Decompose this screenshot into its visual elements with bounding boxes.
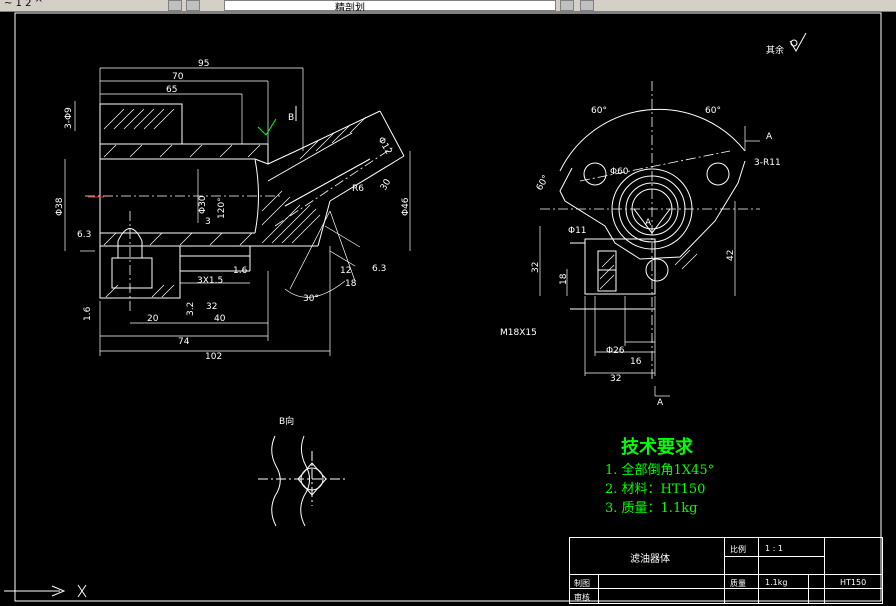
title-block: 滤油器体 比例 1 : 1 质量 1.1kg HT150 制图 审核 — [569, 537, 883, 604]
dim-phi38: Φ38 — [55, 197, 65, 216]
material-value: HT150 — [840, 578, 867, 587]
drawing-svg: 95 70 65 102 74 40 20 3X1.5 B R6 30° 12 … — [4, 12, 882, 602]
a-mark-center: A — [645, 218, 652, 228]
dim-phi26: Φ26 — [606, 346, 625, 356]
dim-1-6-left: 1.6 — [83, 306, 93, 321]
dim-thread: 3X1.5 — [197, 276, 223, 286]
dim-60-bottom: 60° — [535, 174, 552, 193]
roughness-circle-icon — [790, 39, 798, 47]
dim-32: 32 — [206, 302, 217, 312]
toolbar-icon-button[interactable] — [186, 0, 200, 11]
dim-74: 74 — [178, 337, 190, 347]
layer-dropdown[interactable]: 精剖划 — [224, 0, 556, 11]
dim-phi46: Φ46 — [401, 197, 411, 216]
dim-18-side: 18 — [559, 273, 569, 285]
dim-65: 65 — [166, 85, 177, 95]
toolbar-icon-button[interactable] — [580, 0, 594, 11]
dim-phi11: Φ11 — [568, 226, 587, 236]
dim-60-left: 60° — [591, 106, 607, 116]
dimension-lines — [64, 67, 411, 356]
tech-item-mass: 3. 质量：1.1kg — [605, 501, 698, 516]
other-roughness-label: 其余 — [766, 44, 784, 56]
dim-120deg: 120° — [217, 197, 227, 219]
dim-1-6: 1.6 — [233, 266, 248, 276]
scale-value: 1 : 1 — [765, 544, 783, 553]
dim-95: 95 — [198, 59, 209, 69]
view-b-label: B向 — [279, 415, 294, 427]
dim-3-phi9: 3-Φ9 — [64, 107, 74, 129]
roughness-symbol-icon — [789, 32, 807, 52]
dim-6-3: 6.3 — [372, 264, 386, 274]
dim-18: 18 — [345, 279, 357, 289]
layer-dropdown-text: 精剖划 — [335, 3, 365, 12]
side-dimension-lines — [539, 126, 760, 397]
dim-32b: 32 — [610, 374, 621, 384]
dimension-texts: 95 70 65 102 74 40 20 3X1.5 B R6 30° 12 … — [77, 44, 784, 427]
dim-36: 3 — [205, 217, 211, 227]
cad-toolbar: ~ 1 2 ^ 精剖划 — [0, 0, 896, 12]
toolbar-left-text: ~ 1 2 ^ — [4, 0, 44, 9]
dim-40: 40 — [214, 314, 226, 324]
dim-6-3b: 6.3 — [77, 230, 91, 240]
dim-3-2: 3.2 — [186, 302, 196, 316]
dim-phi30: Φ30 — [198, 195, 208, 214]
tech-item-material: 2. 材料：HT150 — [605, 482, 706, 497]
green-roughness-icon — [257, 118, 277, 136]
dim-16: 16 — [630, 357, 642, 367]
ucs-axis-icon — [4, 584, 87, 598]
dim-12: 12 — [340, 266, 351, 276]
dim-phi60: Φ60 — [610, 167, 629, 177]
dim-30deg: 30° — [303, 294, 319, 304]
toolbar-icon-button[interactable] — [168, 0, 182, 11]
side-centerlines — [540, 81, 760, 381]
scale-label: 比例 — [730, 545, 746, 554]
main-section-view — [99, 103, 405, 299]
dim-70: 70 — [172, 72, 184, 82]
a-mark-top: A — [766, 132, 773, 142]
dim-60-right: 60° — [705, 106, 721, 116]
dim-20: 20 — [147, 314, 159, 324]
tech-title: 技术要求 — [621, 437, 693, 458]
part-name: 滤油器体 — [630, 554, 670, 565]
tech-item-chamfer: 1. 全部倒角1X45° — [605, 463, 715, 478]
dim-phi12: Φ12 — [375, 136, 393, 157]
dim-32-side: 32 — [531, 262, 541, 273]
drawing-canvas[interactable]: 95 70 65 102 74 40 20 3X1.5 B R6 30° 12 … — [0, 11, 896, 604]
dim-30-tilted: 30 — [379, 177, 394, 192]
dim-r6: R6 — [352, 184, 364, 194]
check-label: 审核 — [574, 593, 590, 602]
centerlines — [85, 145, 396, 311]
dim-m18: M18X15 — [500, 328, 537, 338]
dim-102: 102 — [205, 352, 222, 362]
dim-r11: 3-R11 — [754, 158, 781, 168]
dim-42: 42 — [726, 250, 736, 261]
mass-label: 质量 — [730, 579, 746, 588]
b-mark: B — [288, 113, 294, 123]
view-b — [258, 435, 345, 527]
toolbar-icon-button[interactable] — [560, 0, 574, 11]
side-view-hatching — [599, 249, 698, 290]
drawn-label: 制图 — [574, 579, 590, 588]
drawing-border — [14, 12, 882, 602]
a-mark-bottom: A — [657, 398, 664, 408]
section-hatching — [103, 108, 367, 298]
mass-value: 1.1kg — [765, 578, 788, 587]
